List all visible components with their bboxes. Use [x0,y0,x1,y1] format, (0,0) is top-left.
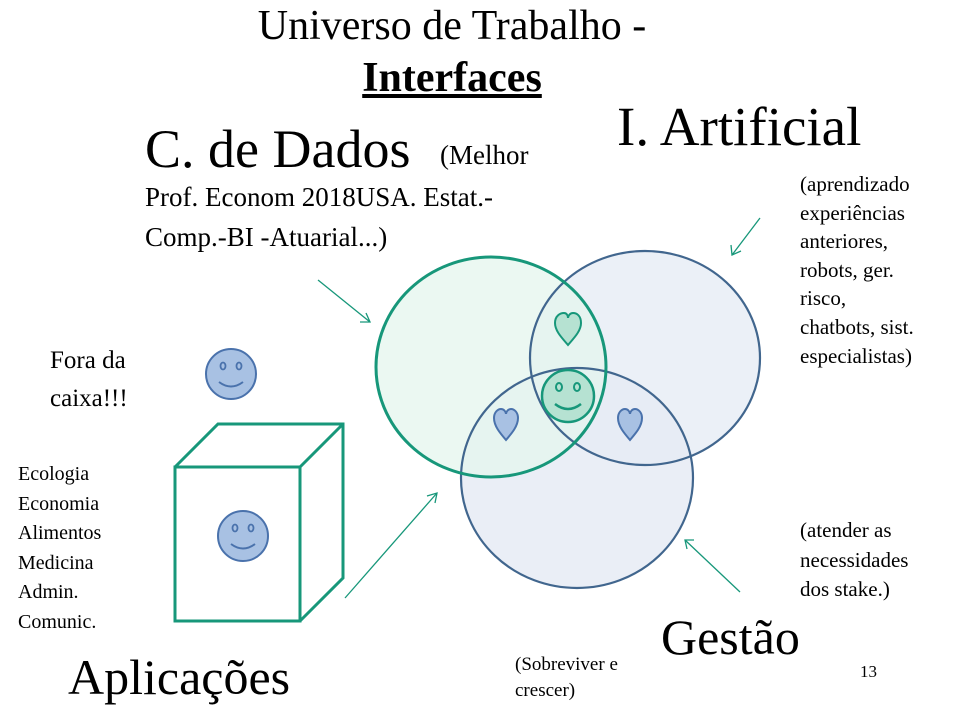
fora-da-caixa-label: Fora da caixa!!! [50,347,128,412]
arrow-icon [684,539,741,593]
application-areas-list: Ecologia Economia Alimentos Medicina Adm… [18,463,102,633]
cdados-note-line3: Comp.-BI -Atuarial...) [145,222,388,252]
cube-shape [173,422,345,623]
heart-icon [616,407,644,442]
slide-title-line2: Interfaces [362,55,542,101]
sobreviver-note: (Sobreviver e crescer) [515,654,618,701]
heart-icon [492,407,520,442]
slide-title-line1: Universo de Trabalho - [257,3,647,49]
ia-description: (aprendizado experiências anteriores, ro… [800,172,914,368]
smiley-face-icon [205,348,257,400]
cdados-note-line2: Prof. Econom 2018USA. Estat.- [145,182,493,212]
aplicacoes-title: Aplicações [68,649,291,705]
ia-title: I. Artificial [617,96,862,157]
arrow-icon [730,217,761,256]
smiley-face-icon [217,510,269,562]
page-number: 13 [860,662,877,681]
arrow-icon [317,279,372,323]
cdados-title: C. de Dados [145,119,411,179]
gestao-description: (atender as necessidades dos stake.) [800,518,909,601]
heart-icon [553,311,583,347]
cdados-circle-fill [376,257,606,477]
gestao-title: Gestão [661,609,800,665]
ia-circle [528,249,762,467]
smiley-face-icon [540,368,596,424]
slide-title: Universo de Trabalho - Interfaces [0,0,904,104]
arrow-icon [344,492,438,599]
gestao-circle [459,366,695,590]
cdados-circle [374,255,608,479]
cdados-note-start: (Melhor [440,140,529,170]
